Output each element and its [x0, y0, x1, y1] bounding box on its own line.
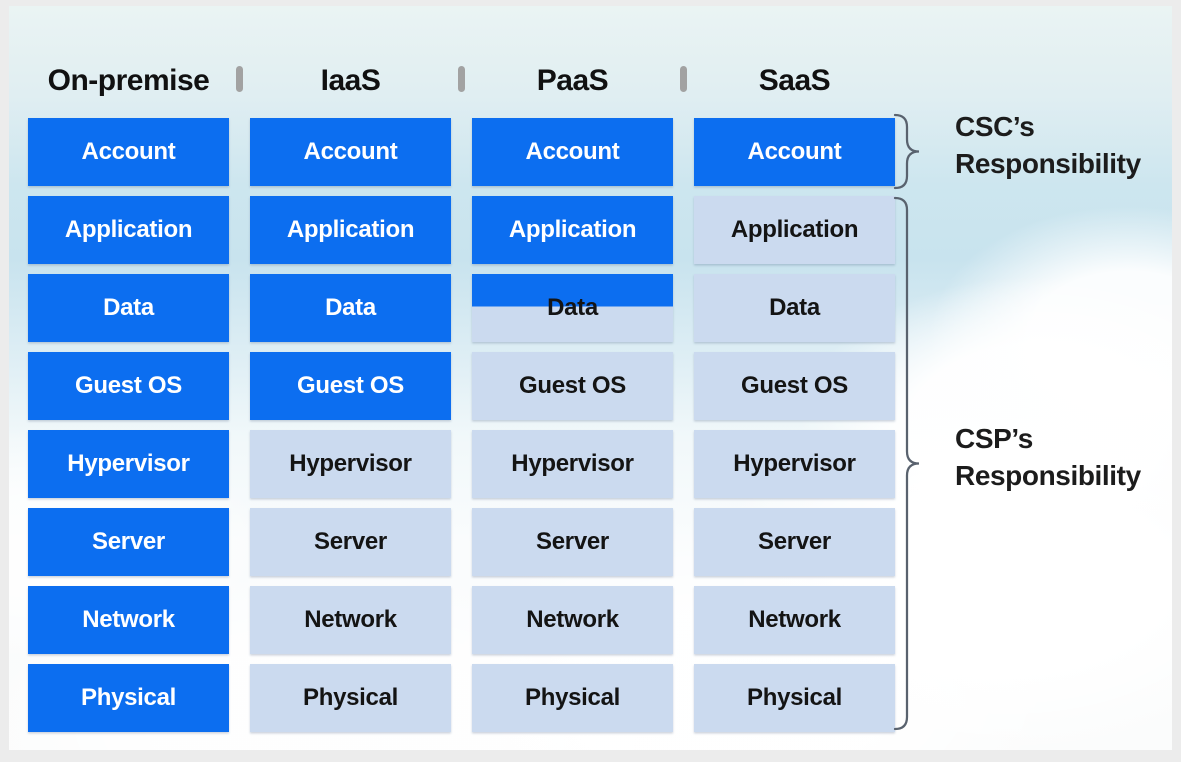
cell-iaas-guest-os: Guest OS: [250, 352, 451, 420]
column-separator: [680, 66, 687, 92]
cell-iaas-hypervisor: Hypervisor: [250, 430, 451, 498]
cell-saas-data: Data: [694, 274, 895, 342]
csp-responsibility-label: CSP’s Responsibility: [955, 420, 1141, 494]
cell-iaas-account: Account: [250, 118, 451, 186]
cell-on-premise-hypervisor: Hypervisor: [28, 430, 229, 498]
cell-iaas-network: Network: [250, 586, 451, 654]
cell-iaas-server: Server: [250, 508, 451, 576]
cell-paas-server: Server: [472, 508, 673, 576]
cell-on-premise-account: Account: [28, 118, 229, 186]
cell-on-premise-network: Network: [28, 586, 229, 654]
column-header-on-premise: On-premise: [47, 64, 210, 97]
column-header-saas: SaaS: [758, 64, 831, 97]
csc-label-line2: Responsibility: [955, 148, 1141, 179]
cell-paas-physical: Physical: [472, 664, 673, 732]
cell-saas-account: Account: [694, 118, 895, 186]
cell-paas-account: Account: [472, 118, 673, 186]
csc-responsibility-label: CSC’s Responsibility: [955, 108, 1141, 182]
csp-brace: [893, 196, 920, 731]
cell-on-premise-physical: Physical: [28, 664, 229, 732]
cell-on-premise-data: Data: [28, 274, 229, 342]
column-separator: [236, 66, 243, 92]
cell-saas-application: Application: [694, 196, 895, 264]
cell-paas-network: Network: [472, 586, 673, 654]
csp-label-line2: Responsibility: [955, 460, 1141, 491]
cell-saas-server: Server: [694, 508, 895, 576]
cloud-background-panel: On-premise Account Application Data Gues…: [9, 6, 1172, 750]
cell-iaas-data: Data: [250, 274, 451, 342]
csp-label-line1: CSP’s: [955, 423, 1033, 454]
responsibility-matrix: On-premise Account Application Data Gues…: [28, 54, 895, 732]
csc-label-line1: CSC’s: [955, 111, 1035, 142]
cell-paas-guest-os: Guest OS: [472, 352, 673, 420]
cell-iaas-physical: Physical: [250, 664, 451, 732]
cell-paas-application: Application: [472, 196, 673, 264]
column-header-paas: PaaS: [536, 64, 609, 97]
cell-iaas-application: Application: [250, 196, 451, 264]
cell-saas-hypervisor: Hypervisor: [694, 430, 895, 498]
cell-on-premise-application: Application: [28, 196, 229, 264]
cell-on-premise-server: Server: [28, 508, 229, 576]
cell-paas-hypervisor: Hypervisor: [472, 430, 673, 498]
cell-saas-network: Network: [694, 586, 895, 654]
column-separator: [458, 66, 465, 92]
cell-saas-physical: Physical: [694, 664, 895, 732]
column-header-iaas: IaaS: [320, 64, 381, 97]
cell-paas-data-shared: Data: [472, 274, 673, 342]
csc-brace: [893, 113, 920, 190]
cell-on-premise-guest-os: Guest OS: [28, 352, 229, 420]
cell-saas-guest-os: Guest OS: [694, 352, 895, 420]
